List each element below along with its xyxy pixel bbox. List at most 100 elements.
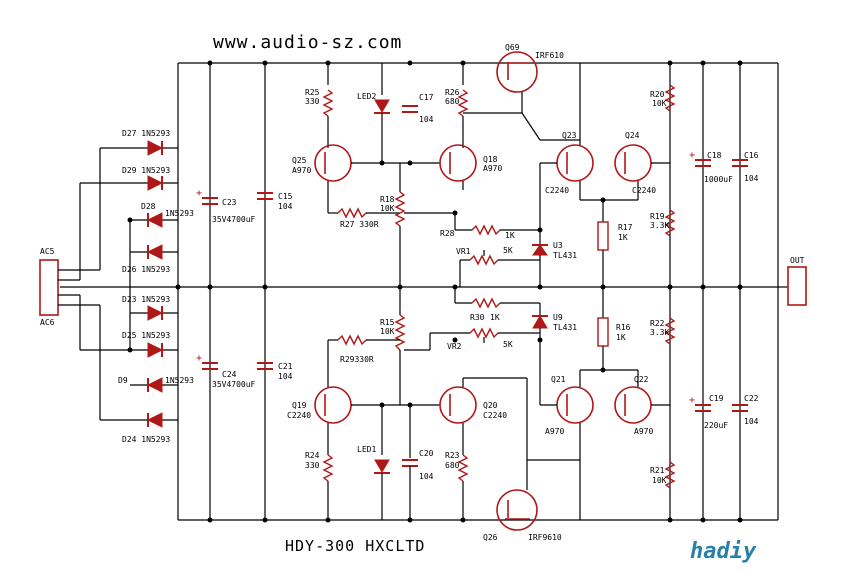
svg-text:+: + (196, 353, 202, 364)
r21-label: R21 (650, 466, 665, 475)
c22-label: C22 (744, 394, 759, 403)
output-stage-upper: Q23 C2240 Q24 C2240 R17 1K (539, 63, 670, 287)
c24-label: C24 (222, 370, 237, 379)
r15-value: 10K (380, 327, 395, 336)
rails (60, 62, 788, 521)
r20-value: 10K (652, 99, 667, 108)
rectifier-bridge: D27 1N5293 D29 1N5293 D28 1N5293 D26 1N5… (79, 129, 194, 444)
lower-driver: R15 10K R29330R Q19 C2240 Q20 C2240 R24 … (287, 287, 527, 520)
vr1-label: VR1 (456, 247, 471, 256)
d24-label: D24 1N5293 (122, 435, 170, 444)
c15-value: 104 (278, 202, 293, 211)
u9-value: TL431 (553, 323, 577, 332)
r20-label: R20 (650, 90, 665, 99)
q24-label: Q24 (625, 131, 640, 140)
c16-label: C16 (744, 151, 759, 160)
vr2-label: VR2 (447, 342, 462, 351)
r17-value: 1K (618, 233, 628, 242)
r19-label: R19 (650, 212, 665, 221)
q25-value: A970 (292, 166, 311, 175)
d25-label: D25 1N5293 (122, 331, 170, 340)
q23-label: Q23 (562, 131, 577, 140)
ac6-label: AC6 (40, 318, 55, 327)
u3-label: U3 (553, 241, 563, 250)
r25-value: 330 (305, 97, 320, 106)
watermark: hadiy (690, 539, 757, 564)
d28-label: D28 (141, 202, 156, 211)
u3-value: TL431 (553, 251, 577, 260)
r30-label: R30 (470, 313, 485, 322)
svg-text:+: + (689, 150, 695, 161)
ac-input-connector: AC5 AC6 (39, 247, 100, 327)
c15-label: C15 (278, 192, 293, 201)
r16-label: R16 (616, 323, 631, 332)
c22-value: 104 (744, 417, 759, 426)
c17-value: 104 (419, 115, 434, 124)
d27-label: D27 1N5293 (122, 129, 170, 138)
diode-d29 (147, 175, 164, 191)
bias-network-lower: R30 1K U9 TL431 VR2 5K (429, 287, 577, 405)
q18-transistor (439, 144, 477, 182)
q26-label: Q26 (483, 533, 498, 542)
r18-value: 10K (380, 204, 395, 213)
u9-label: U9 (553, 313, 563, 322)
c20-value: 104 (419, 472, 434, 481)
r24-value: 330 (305, 461, 320, 470)
q23-transistor (556, 144, 594, 182)
diode-d28 (146, 212, 163, 228)
divider-resistors-right: R20 10K R19 3.3K R22 3.3K R21 10K (650, 84, 676, 489)
led2-label: LED2 (357, 92, 376, 101)
junction-dots (127, 60, 743, 523)
d26-label: D26 1N5293 (122, 265, 170, 274)
r28-label: R28 (440, 229, 455, 238)
r19-value: 3.3K (650, 221, 669, 230)
d28-value: 1N5293 (165, 209, 194, 218)
output-stage-lower: R16 1K Q21 A970 Q22 A970 (540, 287, 670, 520)
q25-label: Q25 (292, 156, 307, 165)
q69-label: Q69 (505, 43, 520, 52)
d29-label: D29 1N5293 (122, 166, 170, 175)
r23-value: 680 (445, 461, 460, 470)
r26-label: R26 (445, 88, 460, 97)
q18-label: Q18 (483, 155, 498, 164)
irf610-label: IRF610 (535, 51, 564, 60)
q18-value: A970 (483, 164, 502, 173)
q21-transistor (556, 386, 594, 424)
svg-text:+: + (689, 395, 695, 406)
c19-value: 220uF (704, 421, 728, 430)
diode-d24 (146, 412, 163, 428)
d23-label: D23 1N5293 (122, 295, 170, 304)
mosfet-q26: Q26 IRF9610 (483, 378, 580, 542)
q22-value: A970 (634, 427, 653, 436)
r22-label: R22 (650, 319, 665, 328)
r23-label: R23 (445, 451, 460, 460)
c21-value: 104 (278, 372, 293, 381)
q20-value: C2240 (483, 411, 507, 420)
led1-label: LED1 (357, 445, 376, 454)
bias-network-upper: R28 1K VR1 5K U3 TL431 (440, 213, 577, 287)
c23-value: 35V4700uF (212, 215, 256, 224)
q24-transistor (614, 144, 652, 182)
q19-transistor (314, 386, 352, 424)
filter-capacitors-right: + C18 1000uF C16 104 + C19 220uF C22 104 (689, 150, 759, 430)
q21-label: Q21 (551, 375, 566, 384)
d9-label: D9 (118, 376, 128, 385)
r25-label: R25 (305, 88, 320, 97)
r17-label: R17 (618, 223, 633, 232)
r27-label: R27 330R (340, 220, 379, 229)
c18-value: 1000uF (704, 175, 733, 184)
q24-value: C2240 (632, 186, 656, 195)
r29-label: R29330R (340, 355, 374, 364)
site-url: www.audio-sz.com (213, 32, 402, 53)
d9-value: 1N5293 (165, 376, 194, 385)
output-connector: OUT (787, 256, 807, 306)
q19-value: C2240 (287, 411, 311, 420)
irf9610-label: IRF9610 (528, 533, 562, 542)
c16-value: 104 (744, 174, 759, 183)
q25-transistor (314, 144, 352, 182)
mosfet-q69: Q69 IRF610 (463, 43, 564, 141)
q20-transistor (439, 386, 477, 424)
q23-value: C2240 (545, 186, 569, 195)
u9-icon (532, 315, 548, 329)
q20-label: Q20 (483, 401, 498, 410)
